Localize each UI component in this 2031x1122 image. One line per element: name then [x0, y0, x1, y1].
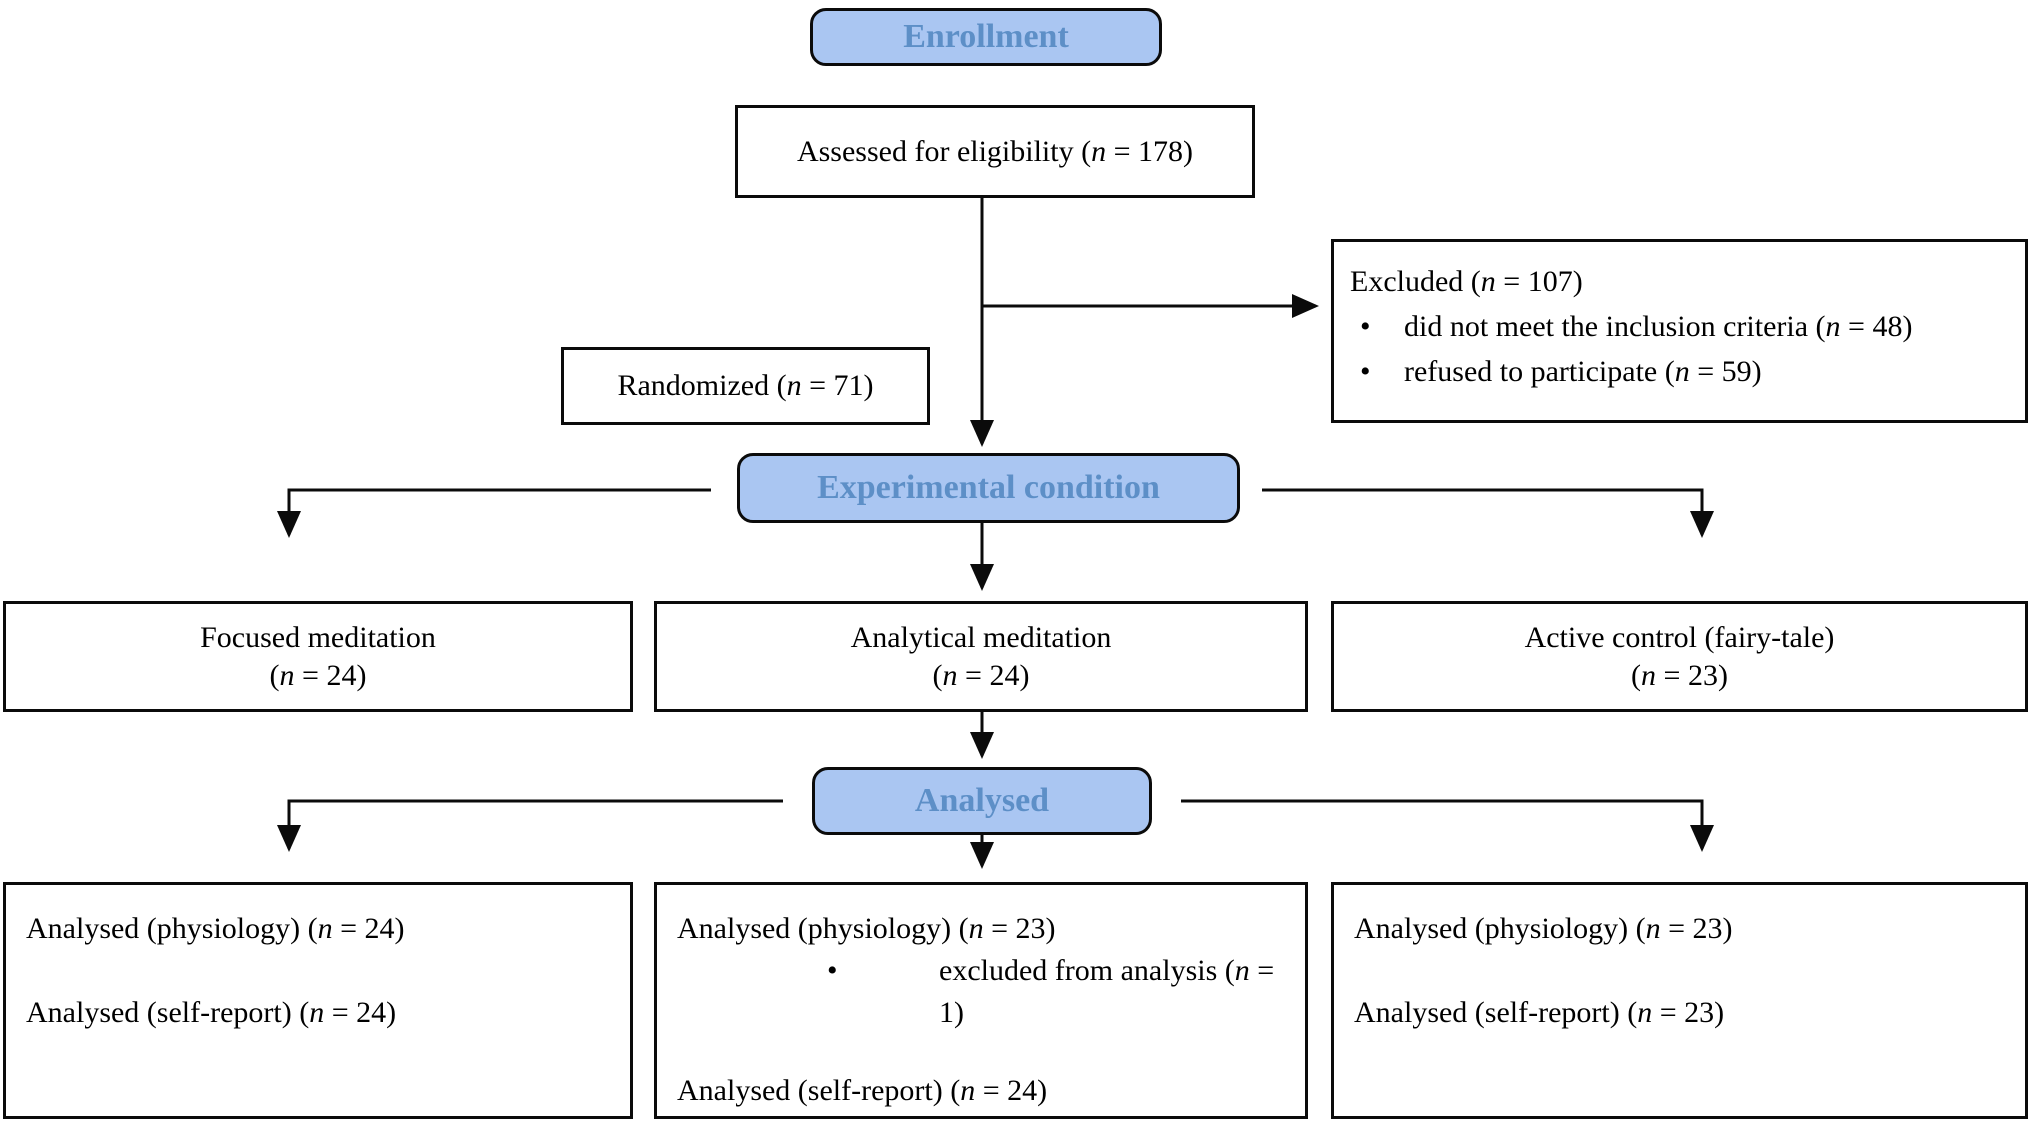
excluded-bullet-row: • did not meet the inclusion criteria (n… [1360, 304, 2015, 349]
group-box-active-control: Active control (fairy-tale) (n = 23) [1331, 601, 2028, 712]
arrow-experimental-to-control [1262, 488, 1714, 538]
group-n: (n = 24) [932, 658, 1030, 692]
analysis-box-analytical: Analysed (physiology) (n = 23) • exclude… [654, 882, 1308, 1119]
excluded-box: Excluded (n = 107) • did not meet the in… [1331, 239, 2028, 423]
blank-line [1354, 950, 2013, 992]
excluded-bullet-2: refused to participate (n = 59) [1404, 355, 1762, 388]
analysis-bullet-row: • excluded from analysis (n = 1) [827, 950, 1293, 1034]
assessed-eligibility-box: Assessed for eligibility (n = 178) [735, 105, 1255, 198]
experimental-condition-label: Experimental condition [817, 469, 1160, 506]
experimental-condition-pill: Experimental condition [737, 453, 1240, 523]
blank-line [26, 950, 618, 992]
analysis-self-report: Analysed (self-report) (n = 24) [677, 1074, 1048, 1107]
analysis-excluded-bullet: excluded from analysis (n = 1) [939, 954, 1275, 1029]
group-box-focused: Focused meditation (n = 24) [3, 601, 633, 712]
group-name: Analytical meditation [850, 620, 1112, 654]
excluded-bullet-1: did not meet the inclusion criteria (n =… [1404, 310, 1913, 343]
analysis-physiology: Analysed (physiology) (n = 24) [26, 912, 405, 945]
group-name: Focused meditation [200, 620, 436, 654]
randomized-box: Randomized (n = 71) [561, 347, 930, 425]
analysis-self-report: Analysed (self-report) (n = 23) [1354, 996, 1725, 1029]
analysis-box-focused: Analysed (physiology) (n = 24) Analysed … [3, 882, 633, 1119]
group-n: (n = 23) [1631, 658, 1728, 692]
assessed-eligibility-text: Assessed for eligibility (n = 178) [796, 134, 1194, 168]
arrow-experimental-to-focused [277, 488, 711, 538]
analysed-label: Analysed [914, 782, 1050, 819]
excluded-title: Excluded (n = 107) [1350, 265, 1583, 298]
analysis-physiology: Analysed (physiology) (n = 23) [1354, 912, 1733, 945]
bullet-dot-icon: • [1360, 310, 1371, 343]
group-name: Active control (fairy-tale) [1524, 620, 1835, 654]
arrow-analysed-to-control-analysis [1181, 799, 1714, 852]
analysis-physiology: Analysed (physiology) (n = 23) [677, 912, 1056, 945]
analysis-box-active-control: Analysed (physiology) (n = 23) Analysed … [1331, 882, 2028, 1119]
randomized-text: Randomized (n = 71) [617, 369, 874, 402]
bullet-dot-icon: • [1360, 355, 1371, 388]
arrow-analysed-to-focused-analysis [277, 799, 783, 852]
group-box-analytical: Analytical meditation (n = 24) [654, 601, 1308, 712]
enrollment-label: Enrollment [903, 18, 1069, 55]
group-n: (n = 24) [269, 658, 367, 692]
bullet-dot-icon: • [827, 954, 838, 987]
analysed-pill: Analysed [812, 767, 1152, 835]
blank-line [677, 1034, 1293, 1070]
excluded-bullet-row: • refused to participate (n = 59) [1360, 349, 2015, 394]
analysis-self-report: Analysed (self-report) (n = 24) [26, 996, 397, 1029]
enrollment-pill: Enrollment [810, 8, 1162, 66]
